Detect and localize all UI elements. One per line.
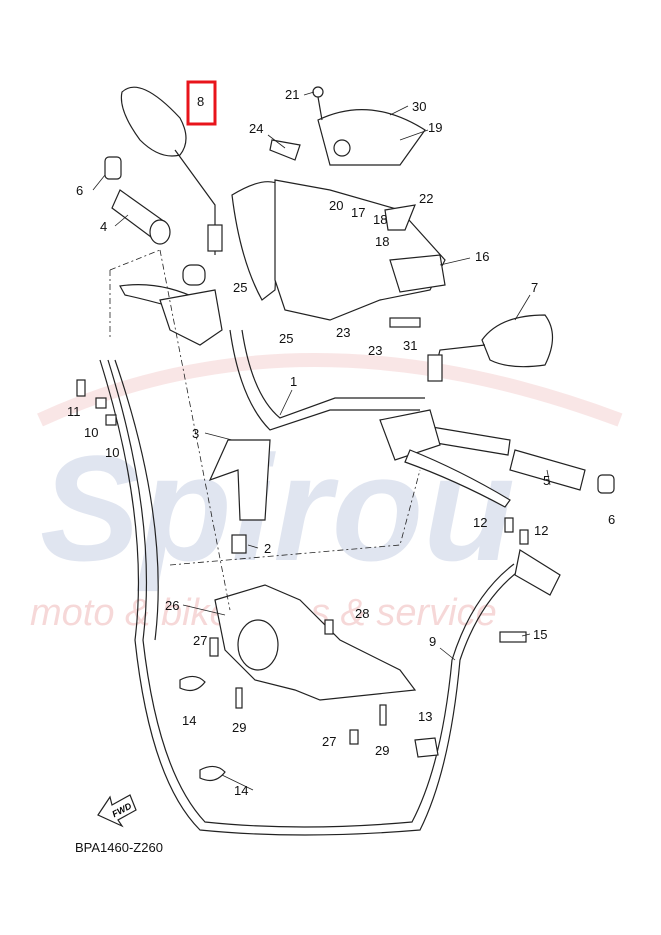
callout-3[interactable]: 3 bbox=[192, 426, 199, 441]
bracket bbox=[208, 439, 271, 554]
callout-13[interactable]: 13 bbox=[418, 709, 432, 724]
callout-5[interactable]: 5 bbox=[543, 473, 550, 488]
grip-left bbox=[104, 156, 171, 245]
grip-right bbox=[509, 449, 615, 494]
callout-1[interactable]: 1 bbox=[290, 374, 297, 389]
mirror-right bbox=[427, 314, 554, 382]
callout-18[interactable]: 18 bbox=[373, 212, 387, 227]
callout-15[interactable]: 15 bbox=[533, 627, 547, 642]
callout-9[interactable]: 9 bbox=[429, 634, 436, 649]
callout-27b[interactable]: 27 bbox=[322, 734, 336, 749]
callout-12b[interactable]: 12 bbox=[534, 523, 548, 538]
cables bbox=[99, 359, 561, 836]
diagram-code: BPA1460-Z260 bbox=[75, 840, 163, 855]
callout-30[interactable]: 30 bbox=[412, 99, 426, 114]
callout-20[interactable]: 20 bbox=[329, 198, 343, 213]
callout-31[interactable]: 31 bbox=[403, 338, 417, 353]
callout-14b[interactable]: 14 bbox=[234, 783, 248, 798]
watermark-brand: Spirou bbox=[40, 424, 515, 592]
callout-18b[interactable]: 18 bbox=[375, 234, 389, 249]
callout-8[interactable]: 8 bbox=[197, 94, 204, 109]
lower-cover bbox=[214, 584, 417, 701]
callout-25[interactable]: 25 bbox=[233, 280, 247, 295]
handlebar bbox=[229, 329, 511, 456]
callout-19[interactable]: 19 bbox=[428, 120, 442, 135]
callout-23b[interactable]: 23 bbox=[368, 343, 382, 358]
callout-29[interactable]: 29 bbox=[232, 720, 246, 735]
mirror-left bbox=[120, 86, 223, 255]
callout-24[interactable]: 24 bbox=[249, 121, 263, 136]
callout-6b[interactable]: 6 bbox=[608, 512, 615, 527]
callouts: 8 21 30 24 19 6 4 20 17 18 22 18 16 7 25… bbox=[67, 87, 615, 798]
callout-11[interactable]: 11 bbox=[67, 404, 81, 419]
fwd-arrow-icon: FWD bbox=[97, 794, 137, 828]
callout-14[interactable]: 14 bbox=[182, 713, 196, 728]
callout-10b[interactable]: 10 bbox=[105, 445, 119, 460]
callout-25b[interactable]: 25 bbox=[279, 331, 293, 346]
callout-26[interactable]: 26 bbox=[165, 598, 179, 613]
callout-6[interactable]: 6 bbox=[76, 183, 83, 198]
callout-29b[interactable]: 29 bbox=[375, 743, 389, 758]
brake-lever-left bbox=[119, 264, 223, 346]
callout-4[interactable]: 4 bbox=[100, 219, 107, 234]
callout-17[interactable]: 17 bbox=[351, 205, 365, 220]
callout-12[interactable]: 12 bbox=[473, 515, 487, 530]
highlight-box bbox=[186, 80, 217, 126]
callout-27[interactable]: 27 bbox=[193, 633, 207, 648]
handlebar-covers bbox=[231, 109, 446, 328]
callout-21[interactable]: 21 bbox=[285, 87, 299, 102]
brake-lever-right bbox=[379, 409, 511, 508]
reference-lines bbox=[109, 249, 421, 611]
callout-2[interactable]: 2 bbox=[264, 541, 271, 556]
callout-23[interactable]: 23 bbox=[336, 325, 350, 340]
callout-7[interactable]: 7 bbox=[531, 280, 538, 295]
callout-22[interactable]: 22 bbox=[419, 191, 433, 206]
leader-lines bbox=[92, 91, 551, 791]
callout-28[interactable]: 28 bbox=[355, 606, 369, 621]
callout-16[interactable]: 16 bbox=[475, 249, 489, 264]
callout-10[interactable]: 10 bbox=[84, 425, 98, 440]
small-parts bbox=[76, 86, 529, 745]
